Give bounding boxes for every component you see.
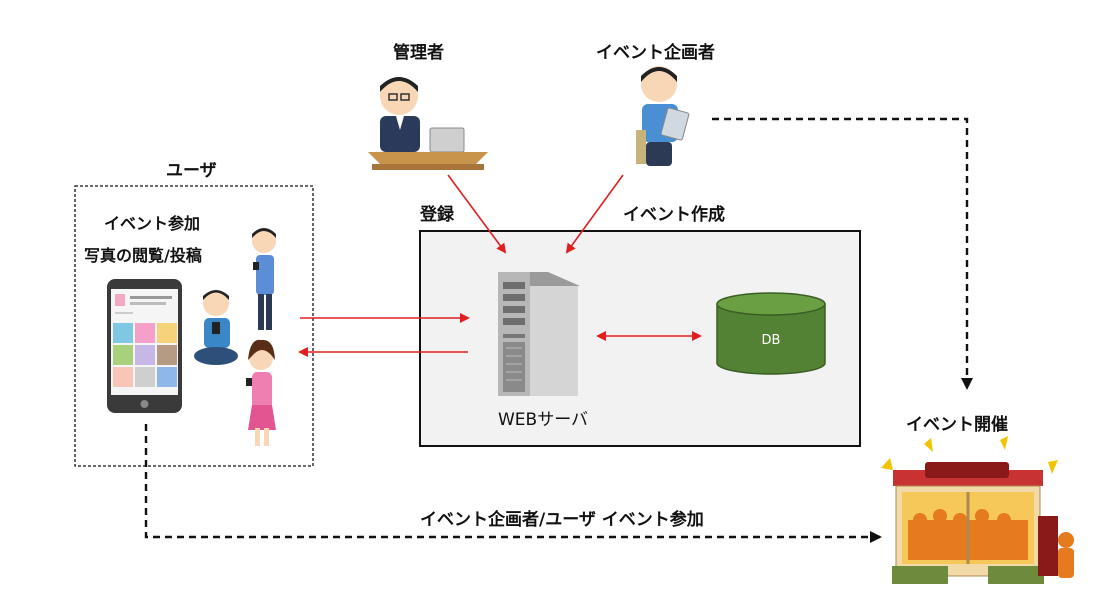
arrow-planner-to-server — [565, 174, 624, 254]
user-action-join: イベント参加 — [104, 214, 201, 233]
event-held-label: イベント開催 — [906, 415, 1008, 435]
event-venue-icon — [881, 436, 1074, 584]
dashed-arrow-user-to-event — [144, 424, 882, 543]
user-action-photos: 写真の閲覧/投稿 — [84, 246, 202, 265]
register-label: 登録 — [420, 205, 454, 225]
user-label: ユーザ — [166, 161, 217, 181]
server-icon — [498, 272, 580, 396]
planner-person-icon — [636, 66, 690, 166]
arrow-admin-to-server — [447, 174, 507, 254]
web-server-label: WEBサーバ — [498, 410, 589, 430]
user-group-box — [74, 185, 314, 467]
planner-label: イベント企画者 — [596, 43, 715, 63]
create-event-label: イベント作成 — [623, 205, 725, 225]
db-label: DB — [762, 333, 781, 348]
admin-person-icon — [368, 77, 488, 170]
database-icon — [716, 292, 826, 375]
dashed-arrow-planner-to-event — [712, 117, 973, 390]
admin-label: 管理者 — [393, 43, 444, 63]
user-person-icon — [194, 228, 276, 446]
smartphone-icon — [107, 279, 182, 413]
bottom-flow-label: イベント企画者/ユーザ イベント参加 — [420, 510, 704, 530]
